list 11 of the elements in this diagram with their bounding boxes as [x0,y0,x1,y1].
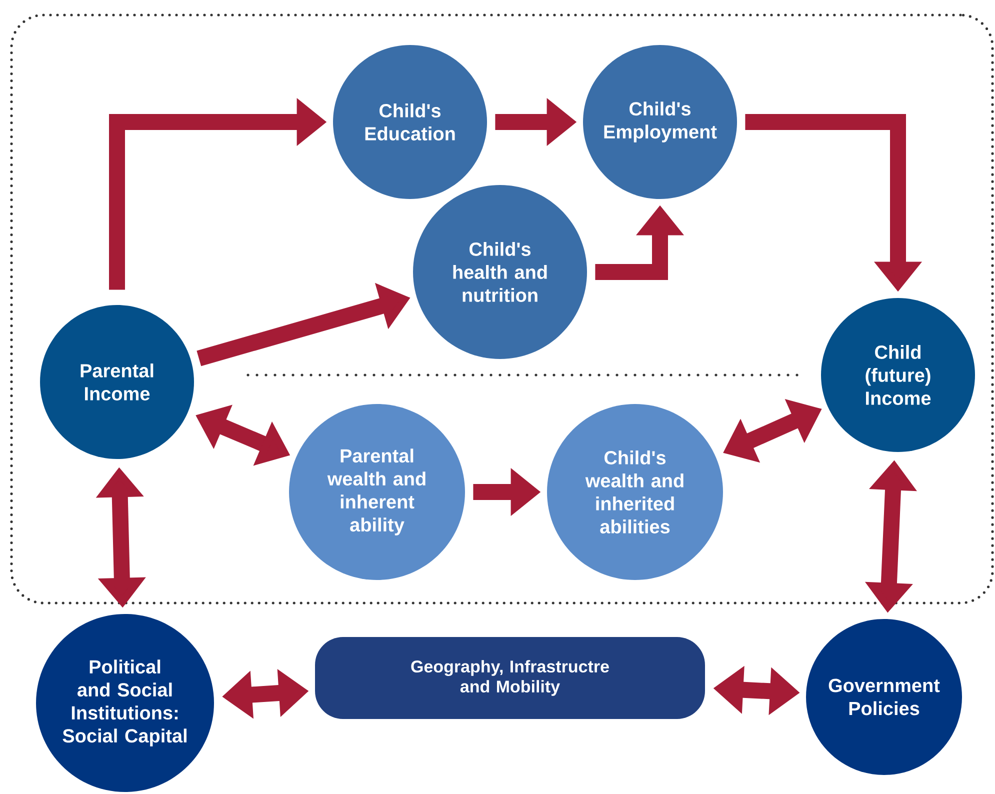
rounded-box: Geography, Infrastructre and Mobility [315,637,705,719]
circle-node: Government Policies [806,619,962,775]
circle-node: Child's wealth and inherited abilities [547,404,723,580]
circle-node: Political and Social Institutions: Social Capital [36,614,214,792]
circle-node: Child's Employment [583,45,737,199]
circle-node: Parental wealth and inherent ability [289,404,465,580]
circle-node: Child's Education [333,45,487,199]
circle-node: Child's health and nutrition [413,185,587,359]
circle-node: Parental Income [40,305,194,459]
dotted-region [10,14,994,604]
circle-node: Child (future) Income [821,298,975,452]
